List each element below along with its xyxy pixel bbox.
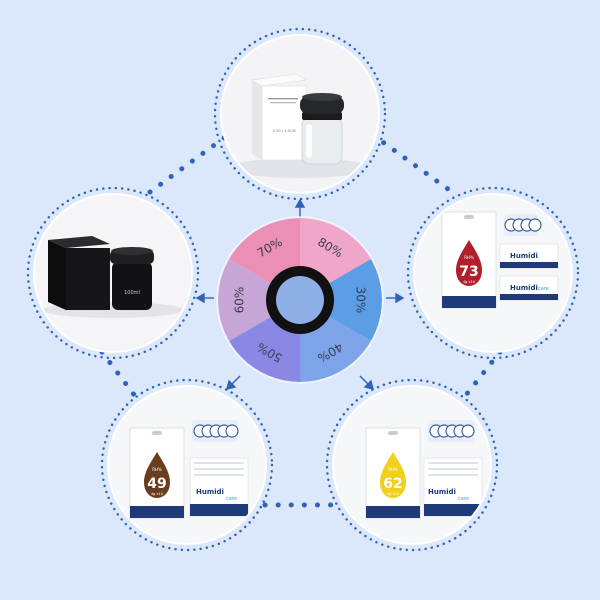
dial-arrows <box>195 198 405 390</box>
arrow-left-head-icon <box>195 292 205 304</box>
arrow-down-left-head-icon <box>226 379 237 390</box>
brand-sub: care <box>458 496 469 502</box>
connector-left-bl <box>99 349 141 403</box>
dial-segment-label: 60% <box>233 287 247 314</box>
size-text: 4g x10 <box>387 492 399 496</box>
humidity-number: 62 <box>383 476 402 492</box>
humidity-number: 49 <box>147 476 166 492</box>
product-circle-bottom-right: RH% 62 4g x10 Humidi care <box>325 378 499 552</box>
size-text: 4g x10 <box>151 492 163 496</box>
dial-segment <box>300 259 382 341</box>
brand-sub: care <box>538 286 549 292</box>
humidity-pack-62-icon: RH% 62 4g x10 Humidi care <box>334 387 490 543</box>
black-box-black-jar-icon: 100ml <box>35 195 191 351</box>
dial-segment <box>218 259 300 341</box>
rh-label: RH% <box>152 467 162 472</box>
brand-name: Humidi <box>510 252 538 260</box>
brand-name-2: Humidi <box>510 284 538 292</box>
arrow-down-right <box>359 375 369 385</box>
humidity-number: 73 <box>459 264 478 280</box>
product-circle-left: 100ml <box>26 186 200 360</box>
product-circle-top: 3.5G | 4.5CM <box>213 27 387 201</box>
connector-right-br <box>459 349 503 403</box>
brand-name: Humidi <box>428 488 456 496</box>
box-text: 3.5G | 4.5CM <box>272 129 295 133</box>
arrow-up-head-icon <box>294 198 306 208</box>
product-circle-bottom-left: RH% 49 4g x10 Humidi care <box>100 378 274 552</box>
humidity-pack-49-icon: RH% 49 4g x10 Humidi care <box>109 387 265 543</box>
connector-top-right <box>370 132 455 195</box>
product-circle-right: RH% 73 4g x10 Humidi Humidi care <box>406 186 580 360</box>
white-box-glass-jar-icon: 3.5G | 4.5CM <box>222 36 378 192</box>
arrow-down-left <box>231 375 241 385</box>
humidity-pack-73-icon: RH% 73 4g x10 Humidi Humidi care <box>415 195 571 351</box>
dial-segment-label: 30% <box>354 287 368 314</box>
brand-name: Humidi <box>196 488 224 496</box>
arrow-right-head-icon <box>395 292 405 304</box>
rh-label: RH% <box>388 467 398 472</box>
connector-left-top <box>147 132 231 195</box>
brand-sub: care <box>226 496 237 502</box>
indicator-center <box>276 276 324 324</box>
arrow-down-right-head-icon <box>363 379 374 390</box>
humidity-indicator-dial: 80%30%40%50%60%70% <box>216 216 384 384</box>
jar-text: 100ml <box>124 290 140 296</box>
connector-lines <box>99 132 503 508</box>
size-text: 4g x10 <box>463 280 475 284</box>
rh-label: RH% <box>464 255 474 260</box>
